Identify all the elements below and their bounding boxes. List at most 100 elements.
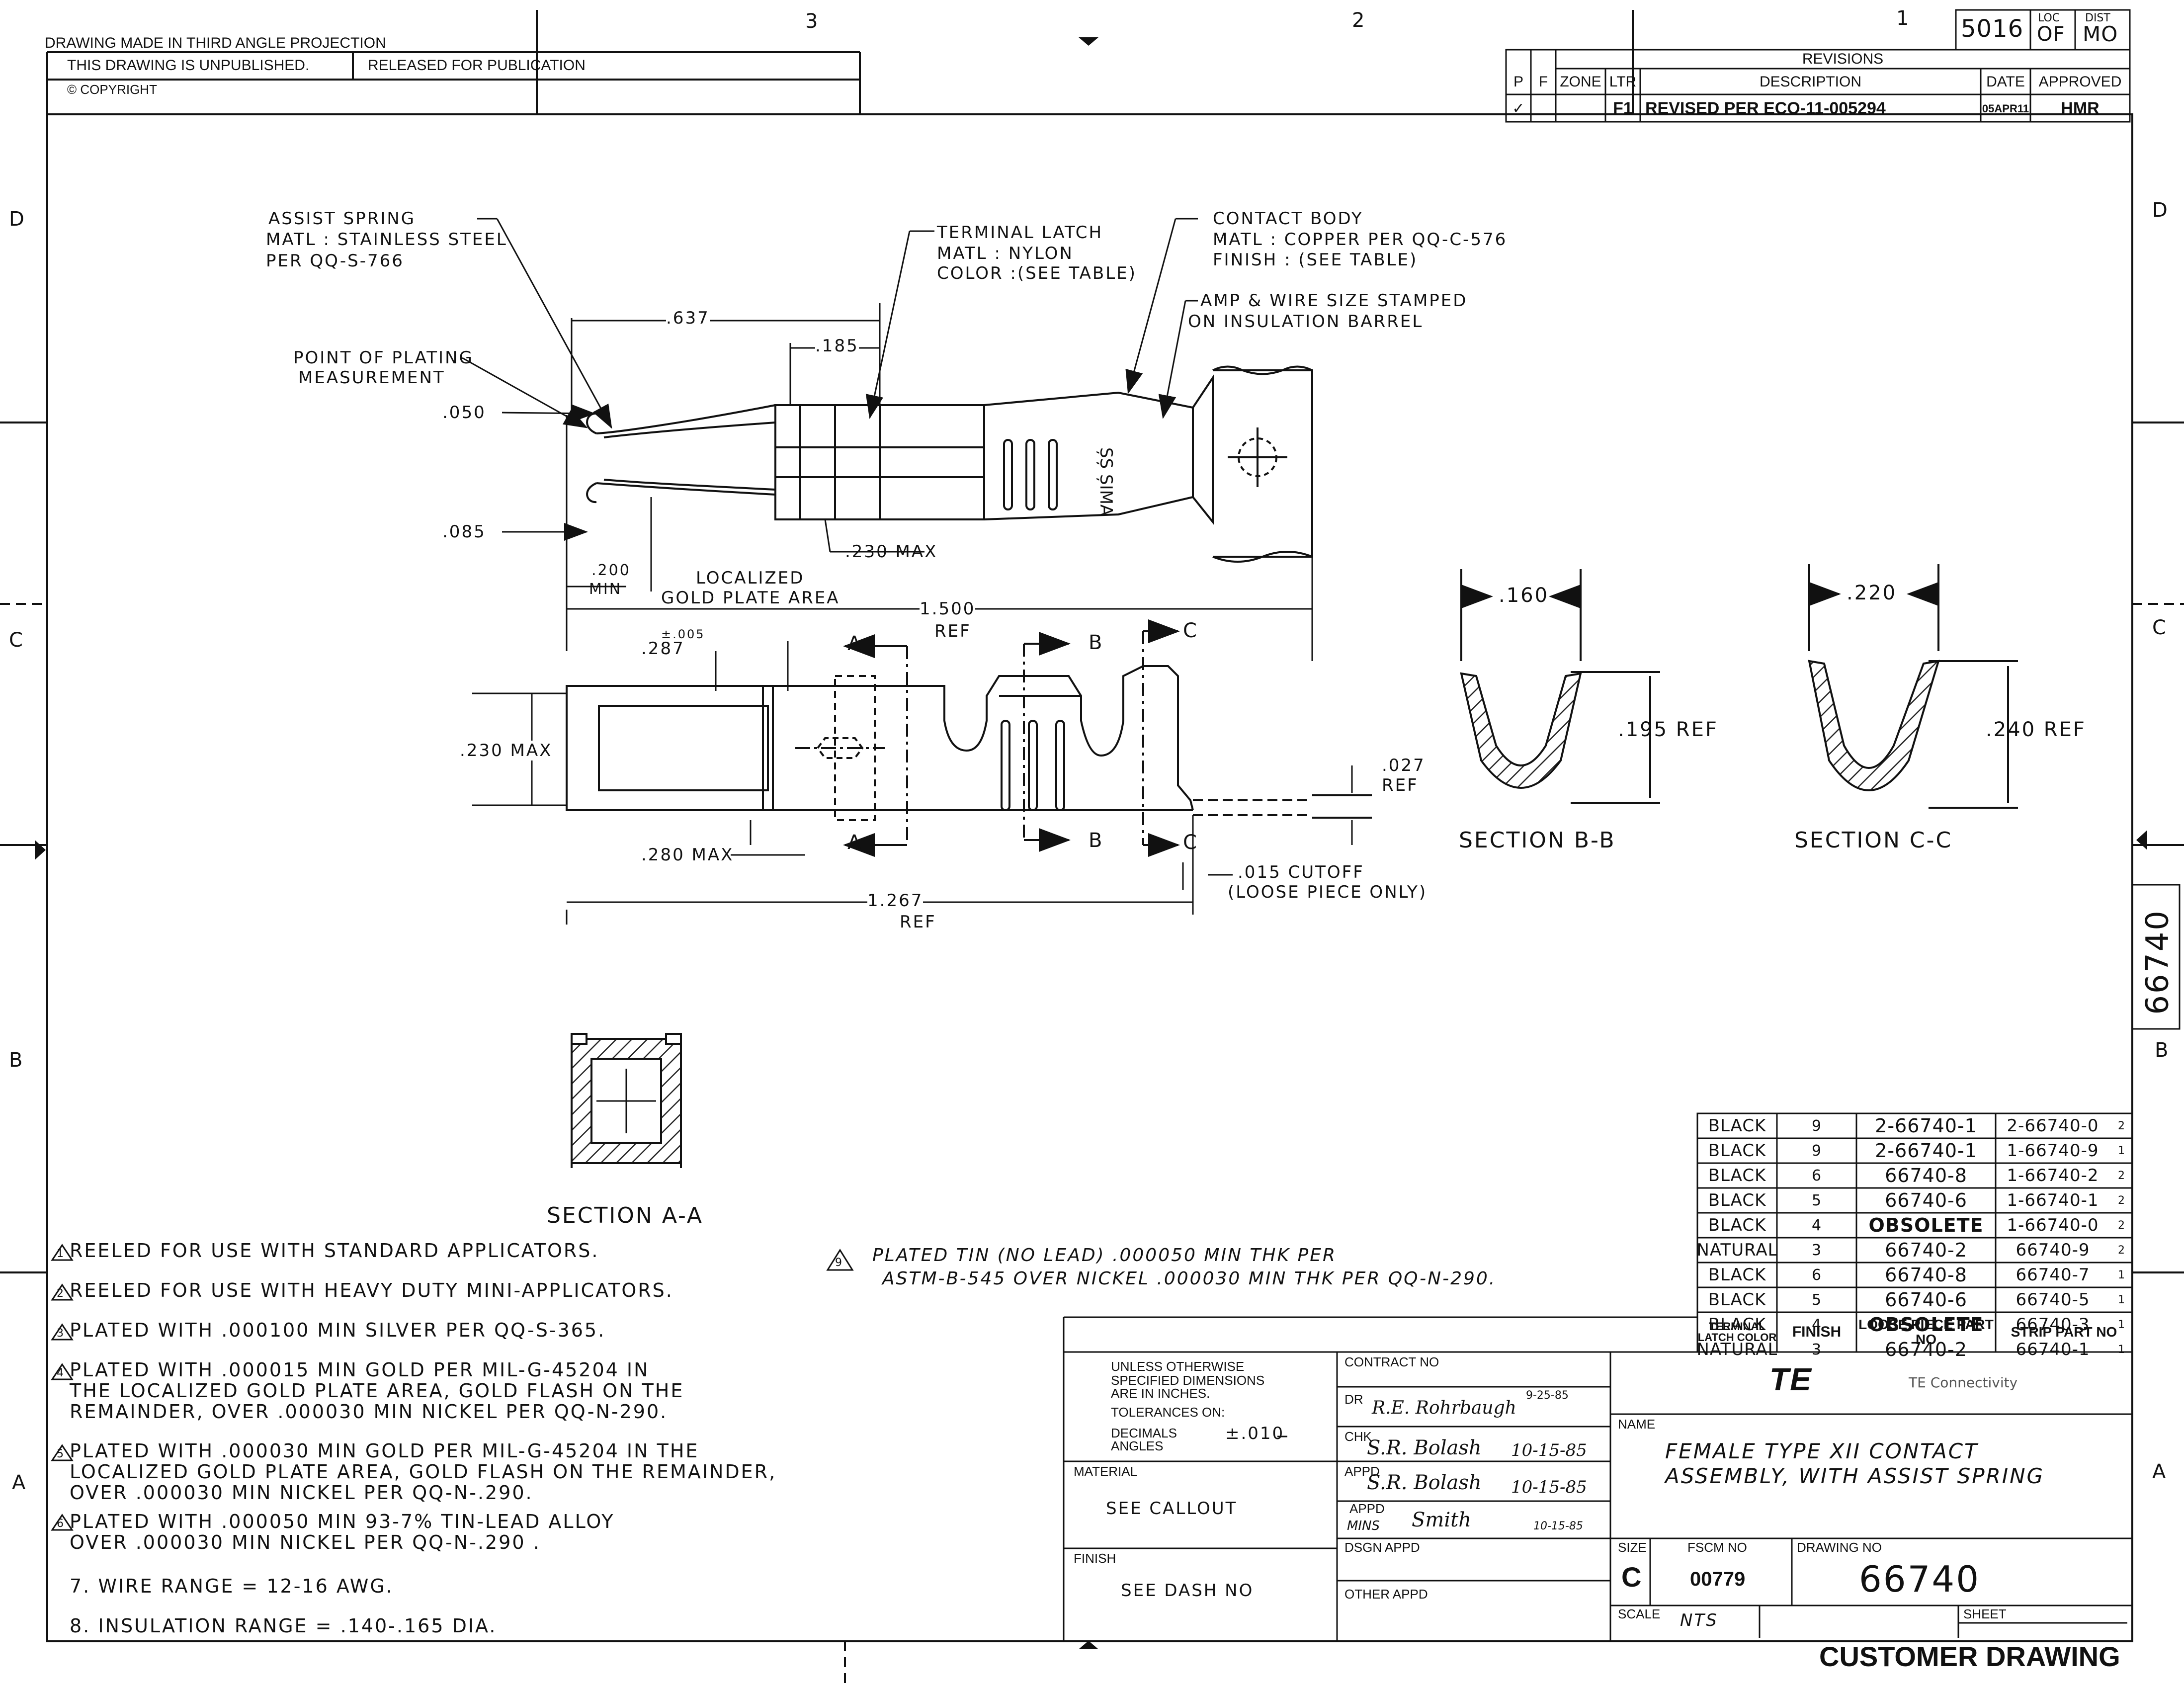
section-b-top: B	[1089, 631, 1104, 654]
contact-side-view	[566, 665, 1372, 821]
section-a-top: A	[847, 632, 863, 655]
dim-1267-ref: REF	[900, 912, 936, 932]
dim-085: .085	[442, 522, 486, 542]
loc-value: OF	[2037, 23, 2065, 46]
part-cell-strip: 66740-5	[2016, 1290, 2090, 1310]
rev-header-approved: APPROVED	[2038, 74, 2122, 90]
dr-signature: R.E. Rohrbaugh	[1372, 1398, 1516, 1418]
note-6: PLATED WITH .000050 MIN 93-7% TIN-LEAD A…	[70, 1511, 615, 1553]
part-cell-color: BLACK	[1708, 1166, 1766, 1185]
note-4: PLATED WITH .000015 MIN GOLD PER MIL-G-4…	[70, 1359, 684, 1423]
part-header-loose: LOOSE PIECE PART NO	[1858, 1317, 1994, 1347]
scale-value: NTS	[1680, 1610, 1718, 1630]
rev-row-date: 05APR11	[1982, 102, 2029, 115]
part-cell-strip: 1-66740-2	[2007, 1166, 2099, 1185]
part-strip-flag: 1	[2118, 1293, 2125, 1306]
callout-terminal-latch-1: TERMINAL LATCH	[937, 223, 1103, 243]
dim-637: .637	[666, 308, 710, 328]
chk-date: 10-15-85	[1511, 1440, 1587, 1460]
callout-localized-gold-1: LOCALIZED	[696, 568, 805, 588]
part-strip-flag: 1	[2118, 1144, 2125, 1157]
callout-cutoff-2: (LOOSE PIECE ONLY)	[1228, 882, 1428, 902]
zone-column-3: 3	[805, 10, 818, 33]
size-value: C	[1621, 1561, 1642, 1593]
sheet-label: SHEET	[1963, 1606, 2007, 1621]
callout-cutoff-1: .015 CUTOFF	[1238, 862, 1364, 882]
part-table-grid	[1696, 1112, 2133, 1353]
part-header-strip: STRIP PART NO	[2011, 1324, 2117, 1340]
part-cell-loose: 66740-2	[1885, 1339, 1967, 1360]
note-1-flag: 1	[57, 1248, 64, 1260]
note-flags	[51, 1244, 854, 1531]
part-cell-finish: 4	[1811, 1316, 1822, 1334]
part-cell-strip: 66740-3	[2016, 1315, 2090, 1335]
drawing-name-line-1: FEMALE TYPE XII CONTACT	[1665, 1439, 1979, 1463]
callout-amp-stamp-2: ON INSULATION BARREL	[1188, 312, 1424, 332]
rev-row-approved: HMR	[2061, 99, 2100, 118]
dim-220: .220	[1847, 582, 1897, 604]
leader-lines	[462, 218, 1198, 856]
size-label: SIZE	[1618, 1540, 1647, 1555]
fscm-label: FSCM NO	[1687, 1540, 1747, 1555]
part-cell-strip: 1-66740-9	[2007, 1141, 2099, 1161]
drawing-no-label: DRAWING NO	[1797, 1540, 1882, 1555]
zone-row-c-right: C	[2152, 616, 2166, 639]
te-logo: TE	[1769, 1361, 1812, 1397]
zone-row-d-left: D	[9, 208, 24, 231]
note-9-flag: 9	[835, 1257, 842, 1269]
part-cell-color: BLACK	[1708, 1315, 1766, 1335]
note-8: 8. INSULATION RANGE = .140-.165 DIA.	[70, 1615, 497, 1637]
appd2-label: APPD	[1349, 1501, 1385, 1516]
rev-header-f: F	[1538, 74, 1548, 90]
dim-1500-ref: REF	[934, 621, 971, 641]
zone-row-a-right: A	[2152, 1460, 2166, 1483]
part-cell-loose: 66740-8	[1885, 1264, 1967, 1286]
title-block-grid	[1063, 1316, 2132, 1641]
part-header-color: TERMINAL LATCH COLOR	[1697, 1320, 1777, 1344]
part-cell-strip: 1-66740-0	[2007, 1215, 2099, 1235]
rev-header-ltr: LTR	[1609, 74, 1637, 90]
other-appd-label: OTHER APPD	[1344, 1587, 1428, 1602]
drawing-name-line-2: ASSEMBLY, WITH ASSIST SPRING	[1665, 1464, 2045, 1488]
part-cell-color: BLACK	[1708, 1265, 1766, 1285]
callout-contact-body-2: MATL : COPPER PER QQ-C-576	[1213, 230, 1508, 250]
part-header-finish: FINISH	[1792, 1324, 1842, 1340]
section-a-bottom: A	[847, 831, 863, 854]
dim-027: .027	[1382, 756, 1426, 775]
callout-terminal-latch-3: COLOR :(SEE TABLE)	[937, 263, 1137, 283]
scale-label: SCALE	[1618, 1606, 1661, 1621]
note-3: PLATED WITH .000100 MIN SILVER PER QQ-S-…	[70, 1319, 606, 1341]
part-strip-flag: 2	[2118, 1169, 2125, 1182]
unpublished-note: THIS DRAWING IS UNPUBLISHED.	[67, 57, 310, 74]
part-strip-flag: 1	[2118, 1268, 2125, 1281]
rev-row-p: ✓	[1512, 100, 1525, 117]
part-cell-color: BLACK	[1708, 1116, 1766, 1136]
dim-195-ref: .195 REF	[1618, 718, 1718, 741]
drawing-frame	[0, 10, 2184, 1685]
part-cell-loose: OBSOLETE	[1868, 1314, 1984, 1336]
part-cell-finish: 9	[1811, 1117, 1822, 1135]
barrel-stamp: ȘȘ ȘIMA	[1096, 447, 1116, 516]
section-cc-title: SECTION C-C	[1794, 828, 1953, 853]
note-1: REELED FOR USE WITH STANDARD APPLICATORS…	[70, 1240, 599, 1262]
part-cell-finish: 6	[1811, 1167, 1822, 1184]
callout-plating-point-2: MEASUREMENT	[298, 368, 445, 388]
part-strip-flag: 1	[2118, 1318, 2125, 1331]
dr-label: DR	[1344, 1392, 1363, 1407]
callout-contact-body-3: FINISH : (SEE TABLE)	[1213, 250, 1418, 270]
zone-column-1: 1	[1896, 7, 1909, 30]
note-4-flag: 4	[57, 1367, 64, 1379]
part-cell-finish: 3	[1811, 1241, 1822, 1259]
dim-287-tolerance: ±.005	[661, 627, 705, 641]
revisions-title: REVISIONS	[1802, 51, 1884, 67]
rev-row-ltr: F1	[1613, 99, 1633, 118]
part-cell-color: BLACK	[1708, 1215, 1766, 1235]
side-number-box	[2131, 884, 2181, 1030]
part-cell-strip: 2-66740-0	[2007, 1116, 2099, 1136]
dist-label: DIST	[2085, 12, 2110, 24]
material-value: SEE CALLOUT	[1106, 1499, 1238, 1519]
rev-header-date: DATE	[1986, 74, 2025, 90]
note-5-flag: 5	[57, 1448, 64, 1460]
section-bb-title: SECTION B-B	[1459, 828, 1616, 853]
note-6-flag: 6	[57, 1518, 64, 1530]
